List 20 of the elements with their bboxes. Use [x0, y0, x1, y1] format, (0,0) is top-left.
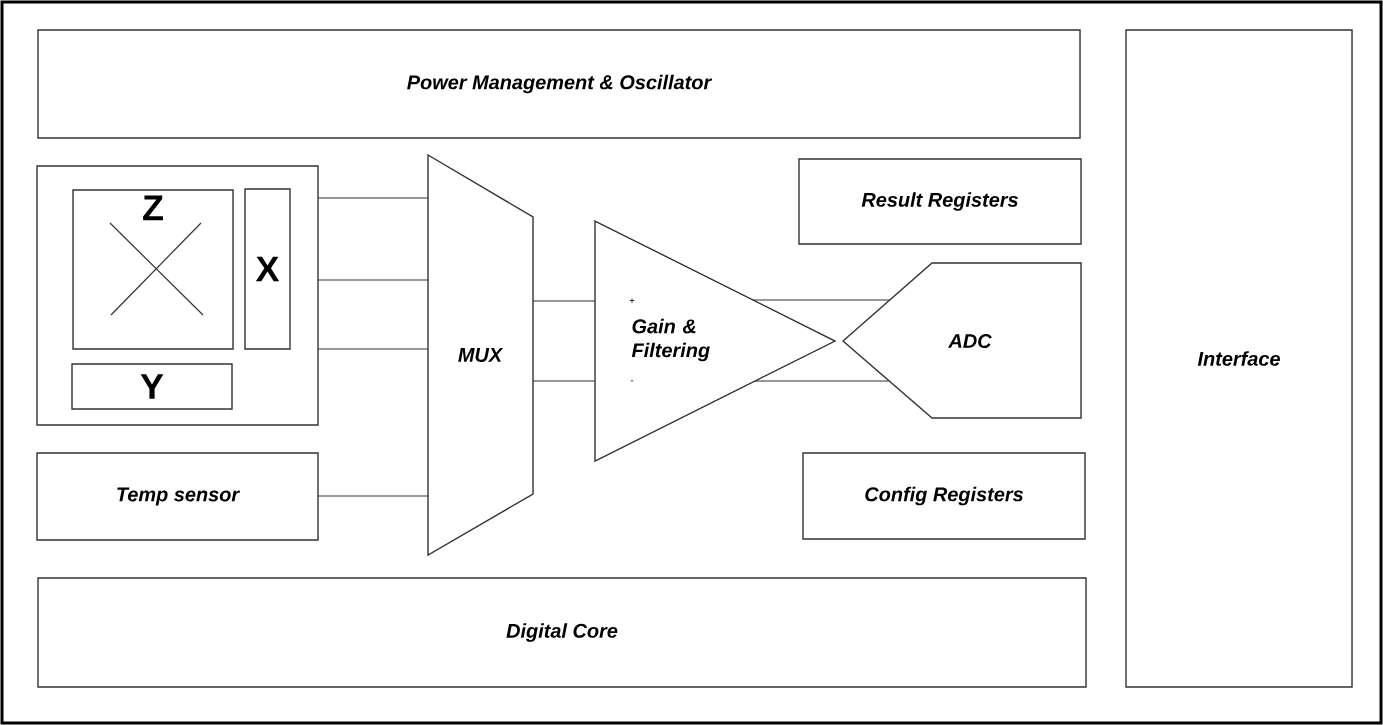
block-box: Config Registers [802, 452, 1086, 540]
connector-line [532, 300, 596, 302]
block-box: Power Management & Oscillator [37, 29, 1081, 139]
block-box: Interface [1125, 29, 1353, 688]
polarity-sign: + [629, 298, 635, 303]
connector-line [317, 348, 429, 350]
connector-line [317, 279, 429, 281]
polarity-sign: - [630, 380, 634, 382]
connector-line [532, 380, 596, 382]
axis-box: Y [71, 363, 233, 410]
axis-box: Z [72, 189, 234, 350]
block-box: Digital Core [37, 577, 1087, 688]
sensor-box [36, 165, 319, 426]
connector-line [754, 380, 890, 382]
axis-box: X [244, 188, 291, 350]
block-box: Temp sensor [36, 452, 319, 541]
connector-line [317, 495, 429, 497]
connector-line [317, 197, 429, 199]
block-box: Result Registers [798, 158, 1082, 245]
connector-line [752, 299, 891, 301]
